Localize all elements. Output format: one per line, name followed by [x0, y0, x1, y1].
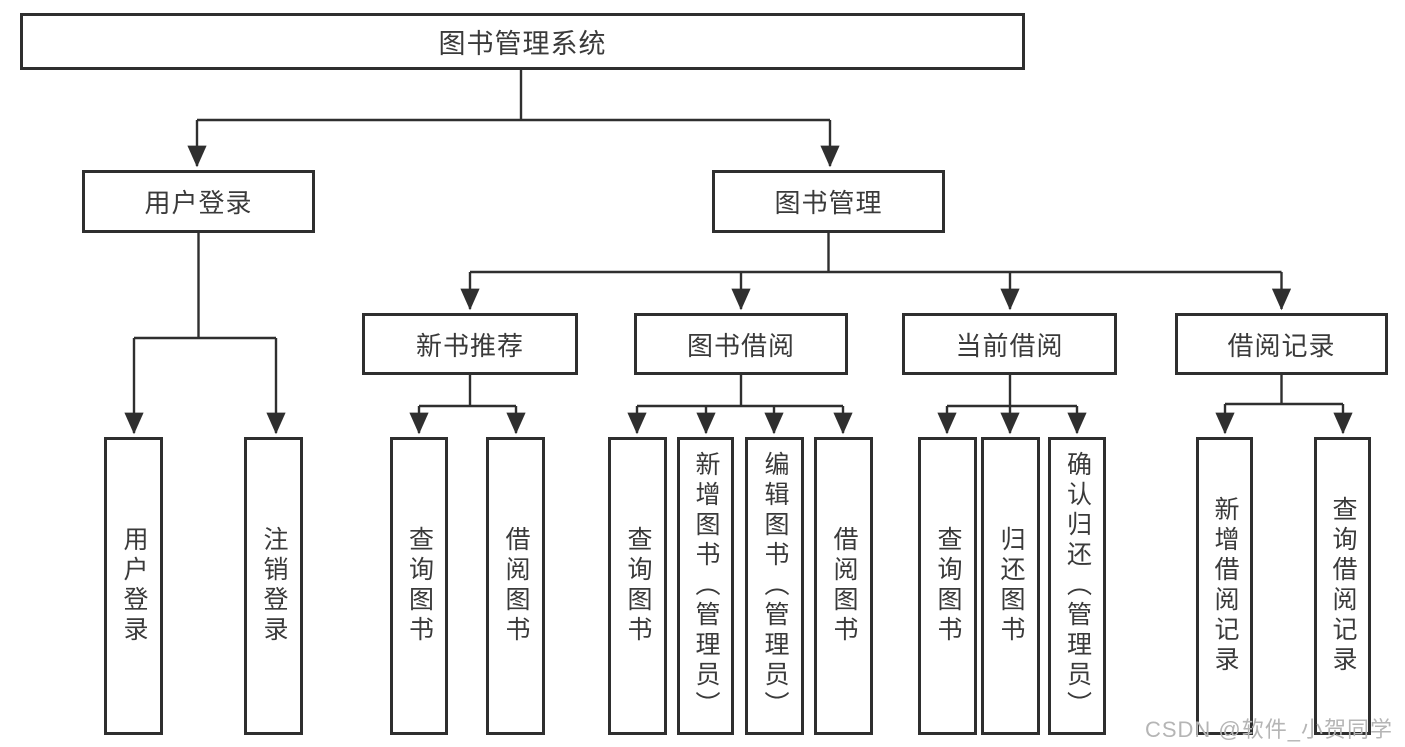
leaf-records-query-borrow-record: 查询借阅记录	[1314, 437, 1371, 735]
node-label: 编辑图书（管理员）	[761, 451, 789, 721]
node-label: 新增借阅记录	[1211, 496, 1239, 676]
leaf-records-add-borrow-record: 新增借阅记录	[1196, 437, 1253, 735]
leaf-logout-login: 注销登录	[244, 437, 303, 735]
node-label: 注销登录	[260, 526, 288, 646]
node-label: 查询图书	[624, 526, 652, 646]
leaf-current-return-books: 归还图书	[981, 437, 1040, 735]
node-new-book-recommendation: 新书推荐	[362, 313, 578, 375]
node-label: 借阅记录	[1227, 330, 1336, 361]
node-label: 新书推荐	[415, 330, 524, 361]
node-borrowing-records: 借阅记录	[1175, 313, 1388, 375]
leaf-newrec-borrow-books: 借阅图书	[486, 437, 545, 735]
node-label: 用户登录	[120, 526, 148, 646]
node-label: 确认归还（管理员）	[1063, 451, 1092, 721]
leaf-borrow-edit-books-admin: 编辑图书（管理员）	[745, 437, 804, 735]
node-label: 图书管理系统	[438, 29, 607, 59]
csdn-watermark: CSDN @软件_小贺同学	[1144, 717, 1393, 742]
leaf-current-query-books: 查询图书	[918, 437, 977, 735]
node-label: 图书管理	[774, 188, 883, 218]
node-label: 用户登录	[144, 188, 253, 218]
leaf-borrow-query-books: 查询图书	[608, 437, 667, 735]
node-label: 当前借阅	[955, 330, 1064, 361]
node-label: 图书借阅	[686, 330, 795, 361]
leaf-borrow-add-books-admin: 新增图书（管理员）	[677, 437, 734, 735]
leaf-borrow-borrow-books: 借阅图书	[814, 437, 873, 735]
node-label: 查询借阅记录	[1329, 496, 1357, 676]
node-label: 查询图书	[405, 526, 434, 646]
node-root: 图书管理系统	[20, 13, 1025, 70]
node-book-management: 图书管理	[712, 170, 945, 233]
leaf-current-confirm-return-admin: 确认归还（管理员）	[1048, 437, 1106, 735]
leaf-user-login: 用户登录	[104, 437, 163, 735]
node-current-borrowing: 当前借阅	[902, 313, 1117, 375]
node-label: 借阅图书	[502, 526, 530, 646]
node-label: 新增图书（管理员）	[692, 451, 720, 721]
node-label: 归还图书	[997, 526, 1025, 646]
node-book-borrowing: 图书借阅	[634, 313, 848, 375]
leaf-newrec-query-books: 查询图书	[390, 437, 448, 735]
node-label: 借阅图书	[830, 526, 858, 646]
node-user-login: 用户登录	[82, 170, 315, 233]
node-label: 查询图书	[934, 526, 962, 646]
